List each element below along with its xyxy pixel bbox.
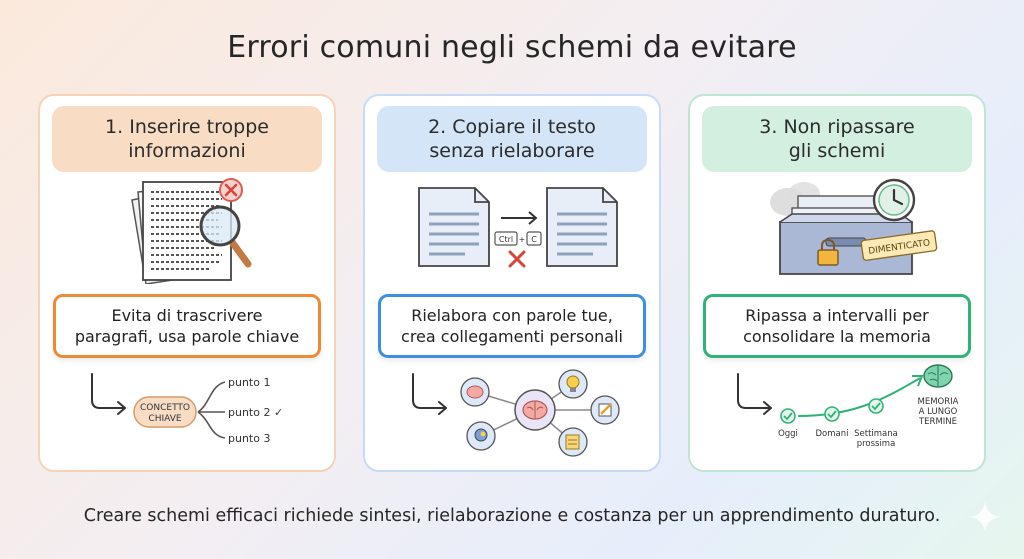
- step-label: Oggi: [778, 429, 798, 439]
- tip-box: Rielabora con parole tue, crea collegame…: [378, 294, 646, 358]
- arrow-icon: [737, 373, 772, 415]
- tip-line: Ripassa a intervalli per: [745, 306, 929, 325]
- card-copy-text: 2. Copiare il testo senza rielaborare Ct…: [363, 94, 661, 472]
- error-x-icon: [219, 178, 243, 202]
- step-label: Settimana: [854, 429, 898, 439]
- key-label: Ctrl: [499, 235, 513, 244]
- brain-icon: [923, 364, 953, 388]
- arrow-icon: [528, 211, 538, 225]
- footer-summary: Creare schemi efficaci richiede sintesi,…: [83, 506, 941, 526]
- tip-line: Evita di trascrivere: [111, 306, 263, 325]
- spaced-review-timeline: Oggi Domani Settimana prossima MEMORIA A…: [737, 364, 959, 449]
- concept-label: CHIAVE: [148, 414, 181, 424]
- step-label: Domani: [816, 429, 849, 439]
- check-icon: [780, 408, 796, 424]
- point-label: punto 1: [228, 376, 270, 389]
- card-header-line: 2. Copiare il testo: [428, 116, 596, 138]
- lightbulb-icon: [566, 375, 580, 392]
- document-stack-illustration: [131, 178, 252, 284]
- card-header-line: informazioni: [128, 140, 246, 162]
- check-icon: [868, 398, 884, 414]
- tip-line: crea collegamenti personali: [401, 327, 623, 346]
- point-label: punto 3: [228, 432, 270, 445]
- clock-icon: [872, 178, 916, 222]
- mind-map-icon: [412, 369, 620, 457]
- key-label: +: [519, 235, 526, 244]
- card-header: 3. Non ripassare gli schemi: [702, 106, 972, 172]
- concept-node: [133, 396, 197, 428]
- goal-label: TERMINE: [918, 417, 957, 427]
- magnifier-icon: [199, 205, 252, 268]
- card-no-review: 3. Non ripassare gli schemi DIMENTICATO: [688, 94, 986, 472]
- brain-icon: [522, 400, 548, 420]
- copy-documents-illustration: Ctrl + C: [418, 187, 618, 268]
- document-icon: [418, 187, 490, 267]
- card-too-much-info: 1. Inserire troppe informazioni: [38, 94, 336, 472]
- forgotten-stamp: DIMENTICATO: [860, 230, 938, 261]
- tip-line: paragrafi, usa parole chiave: [74, 327, 300, 346]
- card-header-line: 1. Inserire troppe: [105, 116, 269, 138]
- card-header-line: gli schemi: [788, 140, 886, 162]
- document-stack-icon: [131, 181, 232, 284]
- goal-label: A LUNGO: [919, 407, 958, 417]
- card-header-line: 3. Non ripassare: [759, 116, 915, 138]
- key-concept-diagram: CONCETTO CHIAVE punto 1 punto 2 ✓ punto …: [91, 373, 283, 445]
- check-icon: [824, 406, 840, 422]
- tip-line: consolidare la memoria: [743, 327, 931, 346]
- arrow-icon: [412, 373, 447, 415]
- drawer-icon: [779, 195, 913, 275]
- c-key: [526, 231, 542, 246]
- key-label: C: [531, 235, 537, 244]
- error-x-icon: [508, 250, 526, 268]
- point-label: punto 2 ✓: [228, 406, 283, 419]
- card-header: 2. Copiare il testo senza rielaborare: [377, 106, 647, 172]
- ctrl-key: [494, 231, 518, 246]
- tip-line: Rielabora con parole tue,: [411, 306, 613, 325]
- document-icon: [546, 187, 618, 267]
- page-title: Errori comuni negli schemi da evitare: [227, 30, 797, 65]
- tip-box: Evita di trascrivere paragrafi, usa paro…: [53, 294, 321, 358]
- step-label: prossima: [857, 439, 896, 449]
- lock-icon: [817, 238, 839, 266]
- arrow-icon: [91, 373, 126, 415]
- sparkle-icon: [970, 502, 1000, 532]
- concept-label: CONCETTO: [140, 403, 190, 413]
- card-header: 1. Inserire troppe informazioni: [52, 106, 322, 172]
- tip-box: Ripassa a intervalli per consolidare la …: [703, 294, 971, 358]
- forgotten-drawer-illustration: DIMENTICATO: [770, 178, 938, 275]
- goal-label: MEMORIA: [918, 397, 959, 407]
- card-header-line: senza rielaborare: [429, 140, 595, 162]
